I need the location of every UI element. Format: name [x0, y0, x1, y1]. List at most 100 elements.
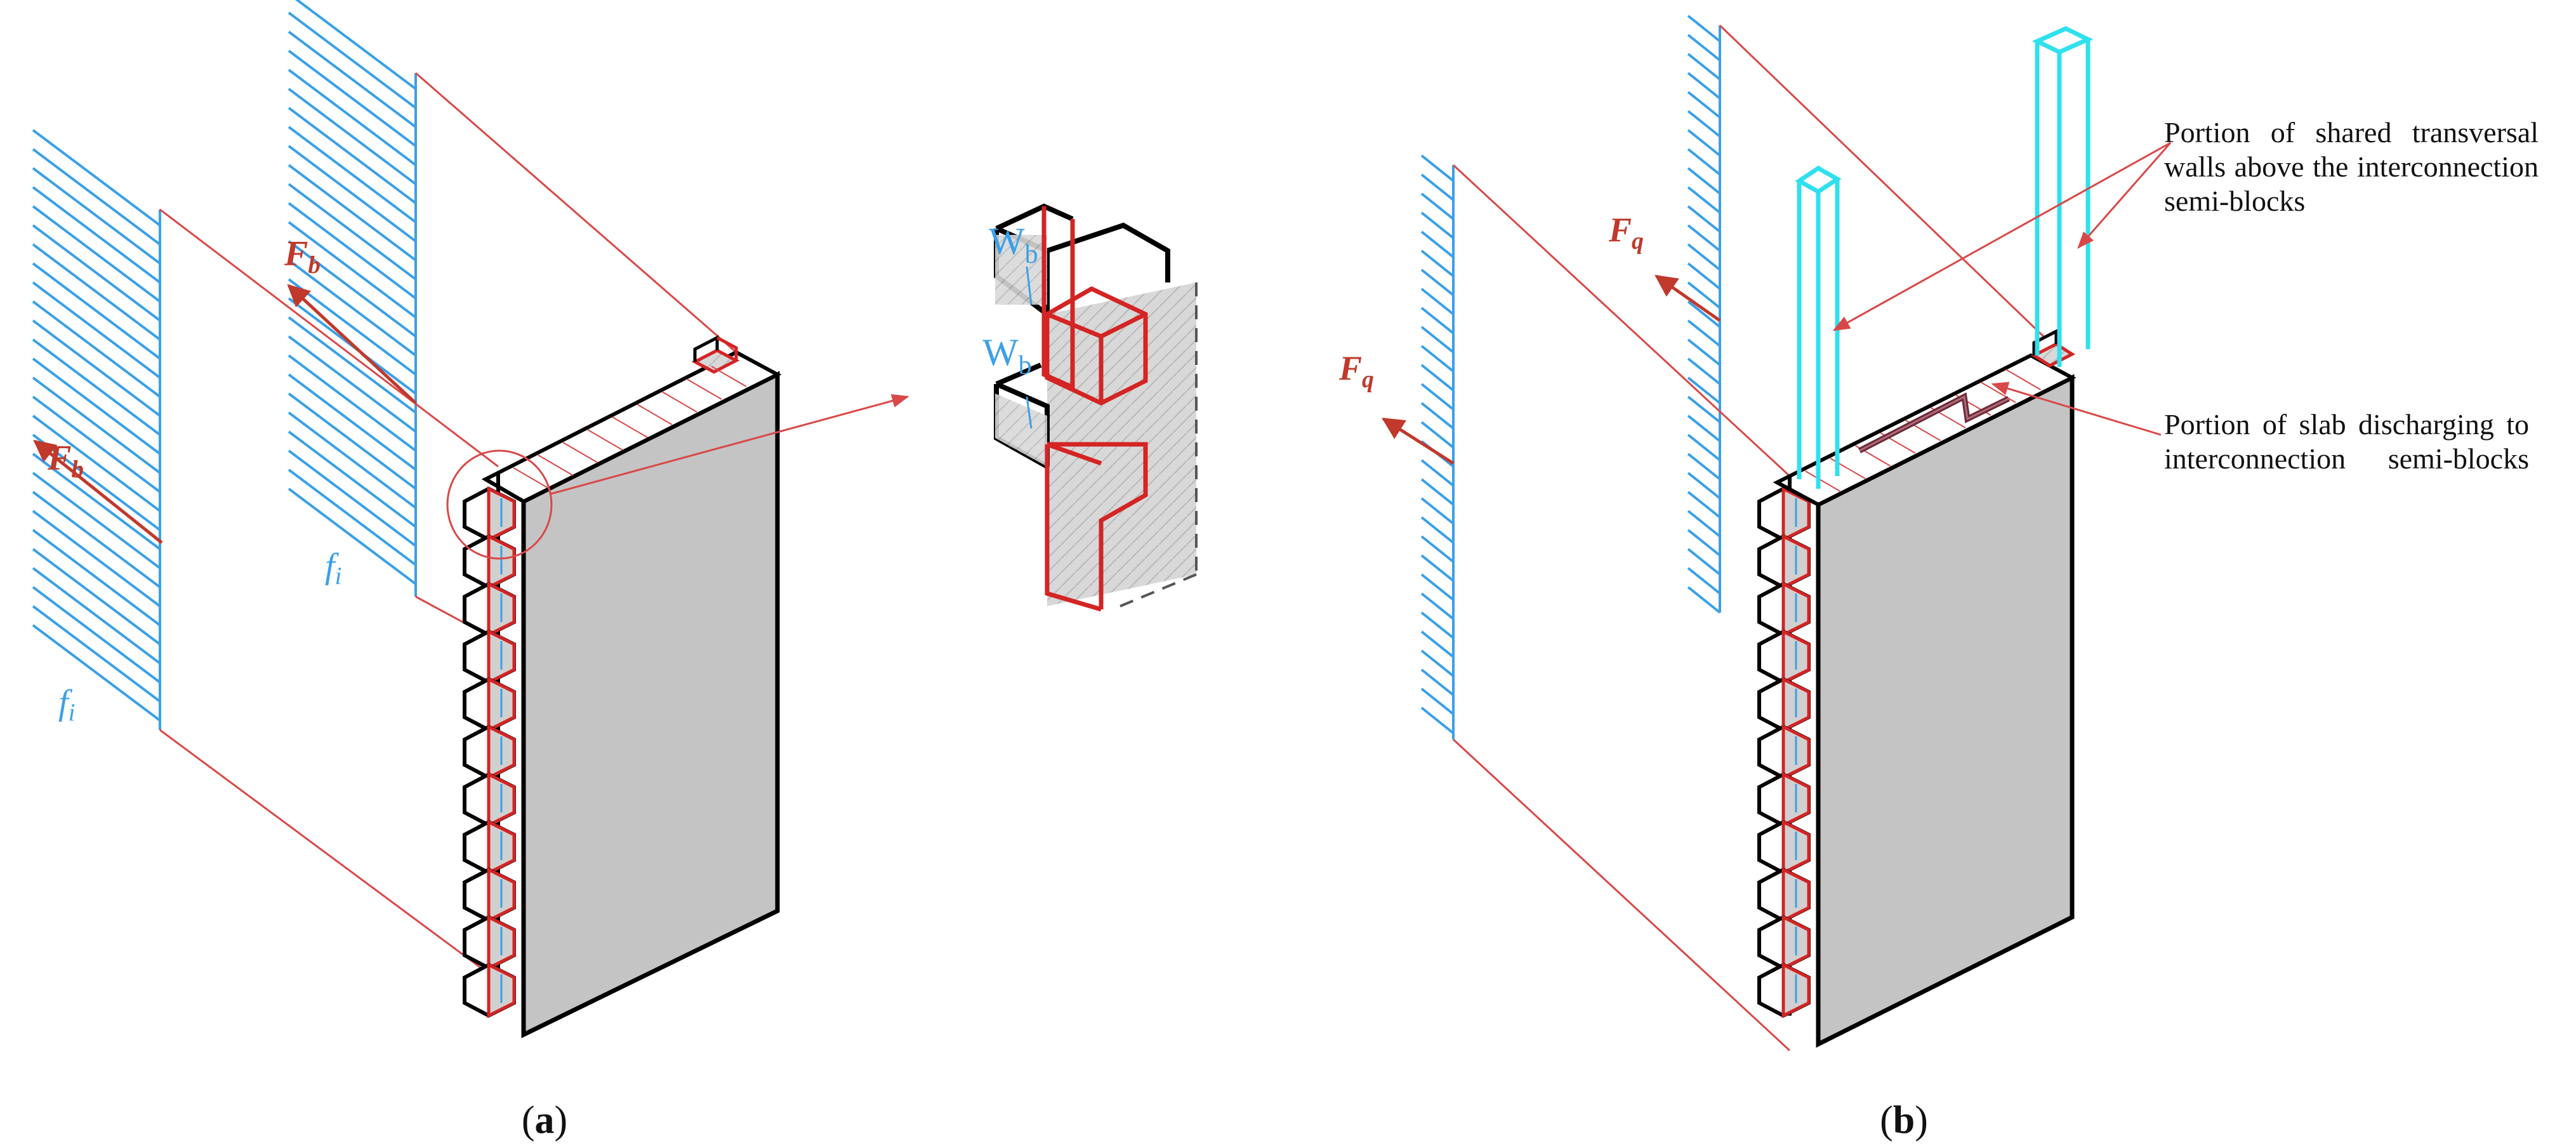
- load-hatch-line: [32, 624, 161, 722]
- force-arrow-fb-upper: [287, 284, 417, 404]
- load-hatch-line: [32, 548, 161, 646]
- load-label-fi-right: fi: [325, 547, 341, 590]
- top-grid-line: [1804, 470, 1841, 492]
- load-hatch-line: [287, 487, 417, 585]
- distributed-load-left: [32, 129, 161, 730]
- note-transversal-walls: Portion of shared transversal walls abov…: [2164, 116, 2539, 217]
- load-hatch-line: [287, 430, 417, 528]
- top-grid-line: [637, 404, 673, 425]
- load-hatch-line: [32, 376, 161, 474]
- distributed-load-right-b: [1687, 15, 1721, 614]
- load-hatch-line: [1420, 230, 1455, 258]
- load-hatch-line: [287, 69, 417, 166]
- load-hatch-line: [32, 414, 161, 512]
- load-hatch-line: [1687, 510, 1721, 538]
- load-hatch-line: [32, 186, 161, 284]
- load-hatch-line: [32, 281, 161, 379]
- load-hatch-line: [1420, 459, 1455, 487]
- top-grid-line: [538, 454, 574, 476]
- wall-b: [1757, 328, 2077, 1048]
- force-label-fb-upper: Fb: [284, 234, 320, 279]
- load-hatch-line: [32, 605, 161, 703]
- detail-circle: [446, 449, 553, 560]
- load-hatch-line: [1420, 249, 1455, 277]
- load-hatch-line: [287, 411, 417, 509]
- load-hatch-line: [287, 449, 417, 547]
- load-hatch-line: [1687, 243, 1721, 271]
- load-hatch-line: [1420, 554, 1455, 582]
- load-hatch-line: [1420, 649, 1455, 677]
- load-hatch-line: [1420, 630, 1455, 658]
- load-hatch-line: [287, 145, 417, 242]
- load-hatch-line: [1687, 205, 1721, 233]
- load-hatch-line: [287, 11, 417, 109]
- load-hatch-line: [287, 240, 417, 338]
- load-hatch-line: [1687, 319, 1721, 347]
- load-hatch-line: [1420, 288, 1455, 315]
- load-hatch-line: [1420, 154, 1455, 182]
- load-hatch-line: [295, 0, 417, 90]
- load-hatch-line: [1420, 307, 1455, 335]
- load-hatch-line: [1687, 586, 1721, 614]
- load-hatch-line: [1420, 211, 1455, 239]
- load-hatch-line: [1420, 383, 1455, 411]
- top-grid-line: [587, 429, 623, 451]
- load-hatch-line: [1687, 15, 1721, 43]
- load-hatch-line: [1687, 453, 1721, 481]
- load-hatch-line: [1687, 414, 1721, 442]
- load-hatch-line: [287, 373, 417, 471]
- load-hatch-line: [32, 338, 161, 436]
- top-grid-line: [661, 391, 697, 413]
- load-hatch-line: [287, 202, 417, 300]
- load-hatch-line: [287, 30, 417, 128]
- load-hatch-line: [32, 148, 161, 246]
- load-hatch-line: [32, 453, 161, 550]
- load-hatch-line: [1420, 269, 1455, 296]
- load-hatch-line: [32, 205, 161, 303]
- projection-lines-b: [1452, 24, 2045, 1052]
- load-hatch-line: [287, 88, 417, 185]
- load-hatch-line: [32, 224, 161, 322]
- force-label-fb-lower: Fb: [47, 439, 84, 483]
- load-hatch-line: [1420, 326, 1455, 354]
- load-hatch-line: [1420, 402, 1455, 430]
- load-hatch-line: [1687, 567, 1721, 595]
- load-hatch-line: [1687, 72, 1721, 100]
- detail-label-wb-lower: Wb: [982, 331, 1032, 380]
- load-hatch-line: [287, 354, 417, 452]
- load-hatch-line: [1687, 434, 1721, 461]
- load-hatch-line: [1687, 34, 1721, 62]
- load-hatch-line: [1420, 497, 1455, 525]
- load-hatch-line: [1687, 357, 1721, 385]
- load-hatch-line: [1687, 376, 1721, 404]
- load-hatch-line: [1687, 300, 1721, 328]
- load-hatch-line: [1420, 421, 1455, 449]
- load-hatch-line: [1687, 91, 1721, 119]
- load-hatch-line: [1687, 529, 1721, 557]
- load-hatch-line: [32, 567, 161, 665]
- load-hatch-line: [287, 50, 417, 147]
- load-hatch-line: [287, 164, 417, 262]
- load-hatch-line: [32, 300, 161, 398]
- load-hatch-line: [32, 395, 161, 493]
- force-label-fq-lower: Fq: [1338, 349, 1374, 393]
- load-hatch-line: [287, 316, 417, 414]
- load-hatch-line: [1687, 262, 1721, 290]
- panel-a: Fb Fb fi fi: [32, 0, 1198, 1142]
- detail-label-wb-upper: Wb: [989, 220, 1038, 269]
- load-hatch-line: [1687, 281, 1721, 309]
- load-hatch-line: [287, 468, 417, 566]
- load-hatch-line: [32, 472, 161, 569]
- load-hatch-line: [287, 392, 417, 490]
- load-hatch-line: [287, 126, 417, 223]
- top-grid-line: [686, 378, 722, 400]
- load-label-fi-left: fi: [58, 683, 75, 726]
- load-hatch-line: [1420, 706, 1455, 734]
- detail-arrow: [550, 394, 909, 495]
- caption-b: ()b): [1880, 1099, 1928, 1142]
- force-label-fq-upper: Fq: [1608, 211, 1644, 255]
- load-hatch-line: [1420, 345, 1455, 373]
- load-hatch-line: [1420, 173, 1455, 201]
- load-hatch-line: [1420, 592, 1455, 620]
